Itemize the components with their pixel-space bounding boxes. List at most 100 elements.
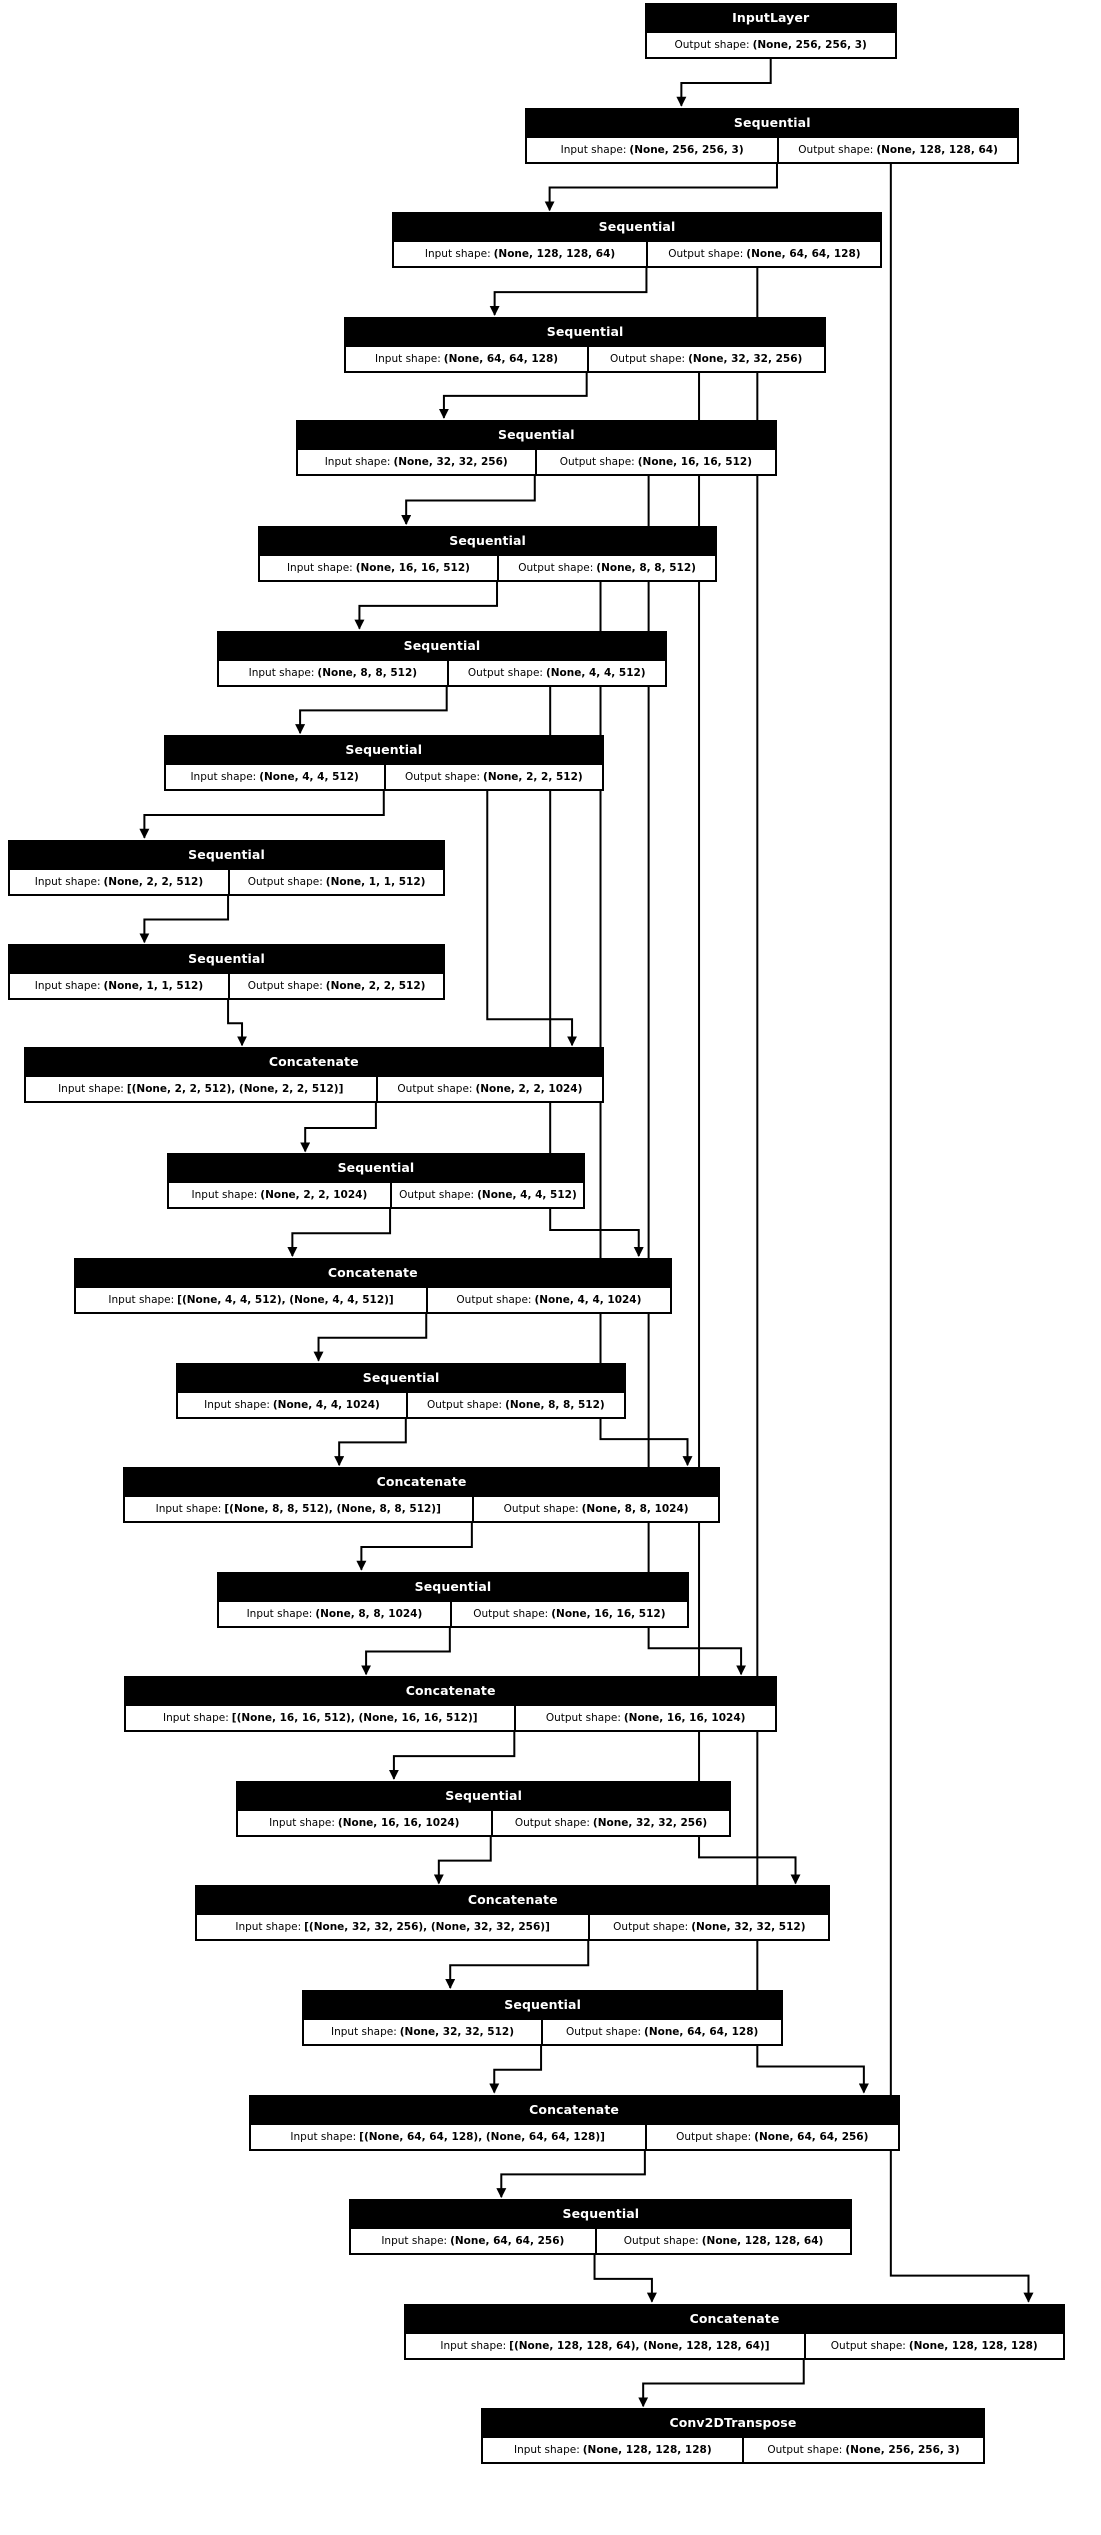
layer-input-shape: Input shape:[(None, 32, 32, 256), (None,… [197,1915,591,1940]
layer-input-shape: Input shape:(None, 64, 64, 128) [346,346,589,371]
input-shape-value: (None, 4, 4, 1024) [272,1398,380,1411]
edge-n12-to-n13 [313,1309,428,1362]
edge-n10-to-n11 [300,1099,377,1153]
output-shape-prefix: Output shape: [798,143,874,156]
edge-paths [139,55,1034,2408]
output-shape-prefix: Output shape: [456,1293,532,1306]
input-shape-value: (None, 8, 8, 512) [317,666,418,679]
layer-type-label: Concatenate [250,2096,898,2123]
layer-type-label: Sequential [527,109,1018,136]
edge-n3-to-n4 [438,368,588,419]
edge-n2-to-n20 [756,264,869,2094]
input-shape-prefix: Input shape: [190,771,257,784]
output-shape-value: (None, 32, 32, 512) [691,1921,806,1934]
output-shape-value: (None, 16, 16, 512) [637,455,753,468]
edge-n7-to-n8 [139,787,385,839]
output-shape-value: (None, 4, 4, 512) [477,1189,577,1202]
output-shape-prefix: Output shape: [565,2025,642,2038]
input-shape-prefix: Input shape: [514,2444,580,2457]
layer-type-label: Concatenate [197,1887,829,1914]
layer-shape-row: Input shape:(None, 128, 128, 64)Output s… [393,240,881,267]
output-shape-value: (None, 32, 32, 256) [688,352,803,365]
output-shape-prefix: Output shape: [473,1607,549,1620]
layer-output-shape: Output shape:(None, 16, 16, 1024) [516,1706,775,1730]
layer-output-shape: Output shape:(None, 8, 8, 512) [499,556,715,580]
layer-shape-row: Input shape:(None, 64, 64, 256)Output sh… [351,2227,851,2254]
edge-n1-to-n2 [544,159,778,212]
layer-output-shape: Output shape:(None, 16, 16, 512) [452,1602,687,1626]
layer-type-label: Sequential [297,421,775,448]
output-shape-prefix: Output shape: [613,1921,689,1934]
input-shape-prefix: Input shape: [155,1503,222,1516]
layer-shape-row: Input shape:[(None, 128, 128, 64), (None… [406,2331,1063,2358]
input-shape-value: (None, 128, 128, 128) [582,2444,712,2457]
layer-shape-row: Input shape:[(None, 32, 32, 256), (None,… [197,1913,829,1940]
layer-shape-row: Input shape:[(None, 4, 4, 512), (None, 4… [75,1285,670,1312]
output-shape-prefix: Output shape: [610,352,686,365]
layer-input-shape: Input shape:[(None, 4, 4, 512), (None, 4… [76,1287,429,1312]
output-shape-prefix: Output shape: [427,1398,503,1411]
input-shape-value: (None, 64, 64, 128) [443,352,559,365]
input-shape-value: [(None, 32, 32, 256), (None, 32, 32, 256… [304,1921,550,1934]
output-shape-prefix: Output shape: [399,1189,475,1202]
layer-shape-row: Input shape:(None, 2, 2, 512)Output shap… [9,867,444,894]
edge-n7-to-n10 [486,787,578,1047]
input-shape-prefix: Input shape: [191,1189,258,1202]
layer-output-shape: Output shape:(None, 128, 128, 64) [779,138,1017,162]
layer-type-label: Sequential [346,318,824,345]
layer-type-label: Concatenate [406,2305,1063,2332]
layer-input-shape: Input shape:(None, 16, 16, 512) [260,556,499,580]
output-shape-prefix: Output shape: [518,562,594,574]
input-shape-value: (None, 16, 16, 1024) [337,1816,460,1829]
input-shape-value: [(None, 2, 2, 512), (None, 2, 2, 512)] [126,1083,344,1096]
output-shape-value: (None, 128, 128, 128) [908,2339,1038,2352]
input-shape-value: (None, 32, 32, 256) [393,455,508,468]
input-shape-value: (None, 16, 16, 512) [355,562,470,574]
input-shape-value: (None, 32, 32, 512) [399,2025,515,2038]
input-shape-value: (None, 256, 256, 3) [629,143,744,156]
layer-input-shape: Input shape:(None, 8, 8, 1024) [219,1601,452,1626]
output-shape-value: (None, 4, 4, 1024) [534,1293,642,1306]
output-shape-prefix: Output shape: [397,1083,473,1096]
edge-n9-to-n10 [227,996,248,1047]
layer-type-label: Concatenate [25,1049,602,1076]
layer-type-label: Sequential [393,214,881,241]
input-shape-prefix: Input shape: [560,143,627,156]
output-shape-value: (None, 32, 32, 256) [592,1816,708,1829]
output-shape-prefix: Output shape: [559,455,635,468]
input-shape-value: (None, 64, 64, 256) [450,2235,565,2248]
layer-shape-row: Input shape:(None, 2, 2, 1024)Output sha… [168,1181,584,1208]
layer-output-shape: Output shape:(None, 4, 4, 512) [392,1183,584,1207]
layer-shape-row: Input shape:[(None, 16, 16, 512), (None,… [126,1704,775,1731]
layer-input-shape: Input shape:(None, 16, 16, 1024) [238,1810,493,1835]
layer-output-shape: Output shape:(None, 4, 4, 512) [449,661,665,685]
input-shape-value: [(None, 16, 16, 512), (None, 16, 16, 512… [231,1712,478,1725]
layer-input-shape: Input shape:(None, 4, 4, 512) [166,765,386,790]
layer-input-shape: Input shape:(None, 256, 256, 3) [527,137,779,162]
output-shape-value: (None, 2, 2, 1024) [475,1083,583,1096]
